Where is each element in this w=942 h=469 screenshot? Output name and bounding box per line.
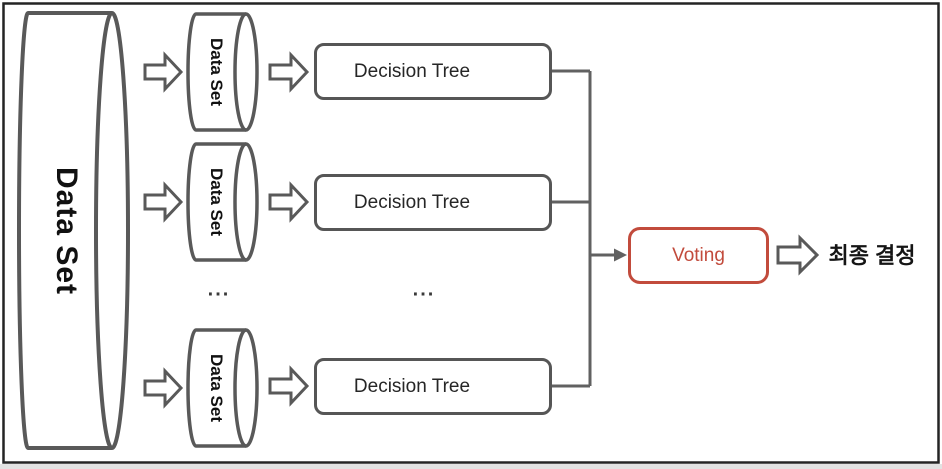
subset-label-2: Data Set [207,167,226,237]
final-arrow-icon [776,234,820,276]
voting-label: Voting [672,244,725,266]
decision-tree-box-2: Decision Tree [314,174,552,231]
train-arrow-1-icon [268,51,310,93]
final-decision-label: 최종 결정 [828,243,916,268]
subset-column-ellipsis: ... [207,278,231,301]
decision-tree-label-1: Decision Tree [353,60,471,82]
voting-arrowhead-icon [614,248,627,262]
subset-cylinder-2-icon [186,142,259,262]
decision-tree-box-3: Decision Tree [314,358,552,415]
train-arrow-2-icon [268,181,310,223]
subset-label-1: Data Set [207,37,226,107]
decision-tree-label-3: Decision Tree [353,375,471,397]
decision-tree-label-2: Decision Tree [353,191,471,213]
voting-box: Voting [628,227,769,284]
sample-arrow-3-icon [143,367,184,409]
tree-output-connectors [552,69,614,388]
sample-arrow-1-icon [143,51,184,93]
decision-tree-box-1: Decision Tree [314,43,552,100]
subset-cylinder-1-icon [186,12,259,132]
main-dataset-cylinder-icon [17,11,130,450]
subset-cylinder-3-icon [186,328,259,448]
subset-label-3: Data Set [207,353,226,423]
tree-column-ellipsis: ... [412,278,436,301]
bottom-shadow-strip [0,464,942,469]
sample-arrow-2-icon [143,181,184,223]
main-dataset-label: Data Set [50,166,83,296]
train-arrow-3-icon [268,365,310,407]
